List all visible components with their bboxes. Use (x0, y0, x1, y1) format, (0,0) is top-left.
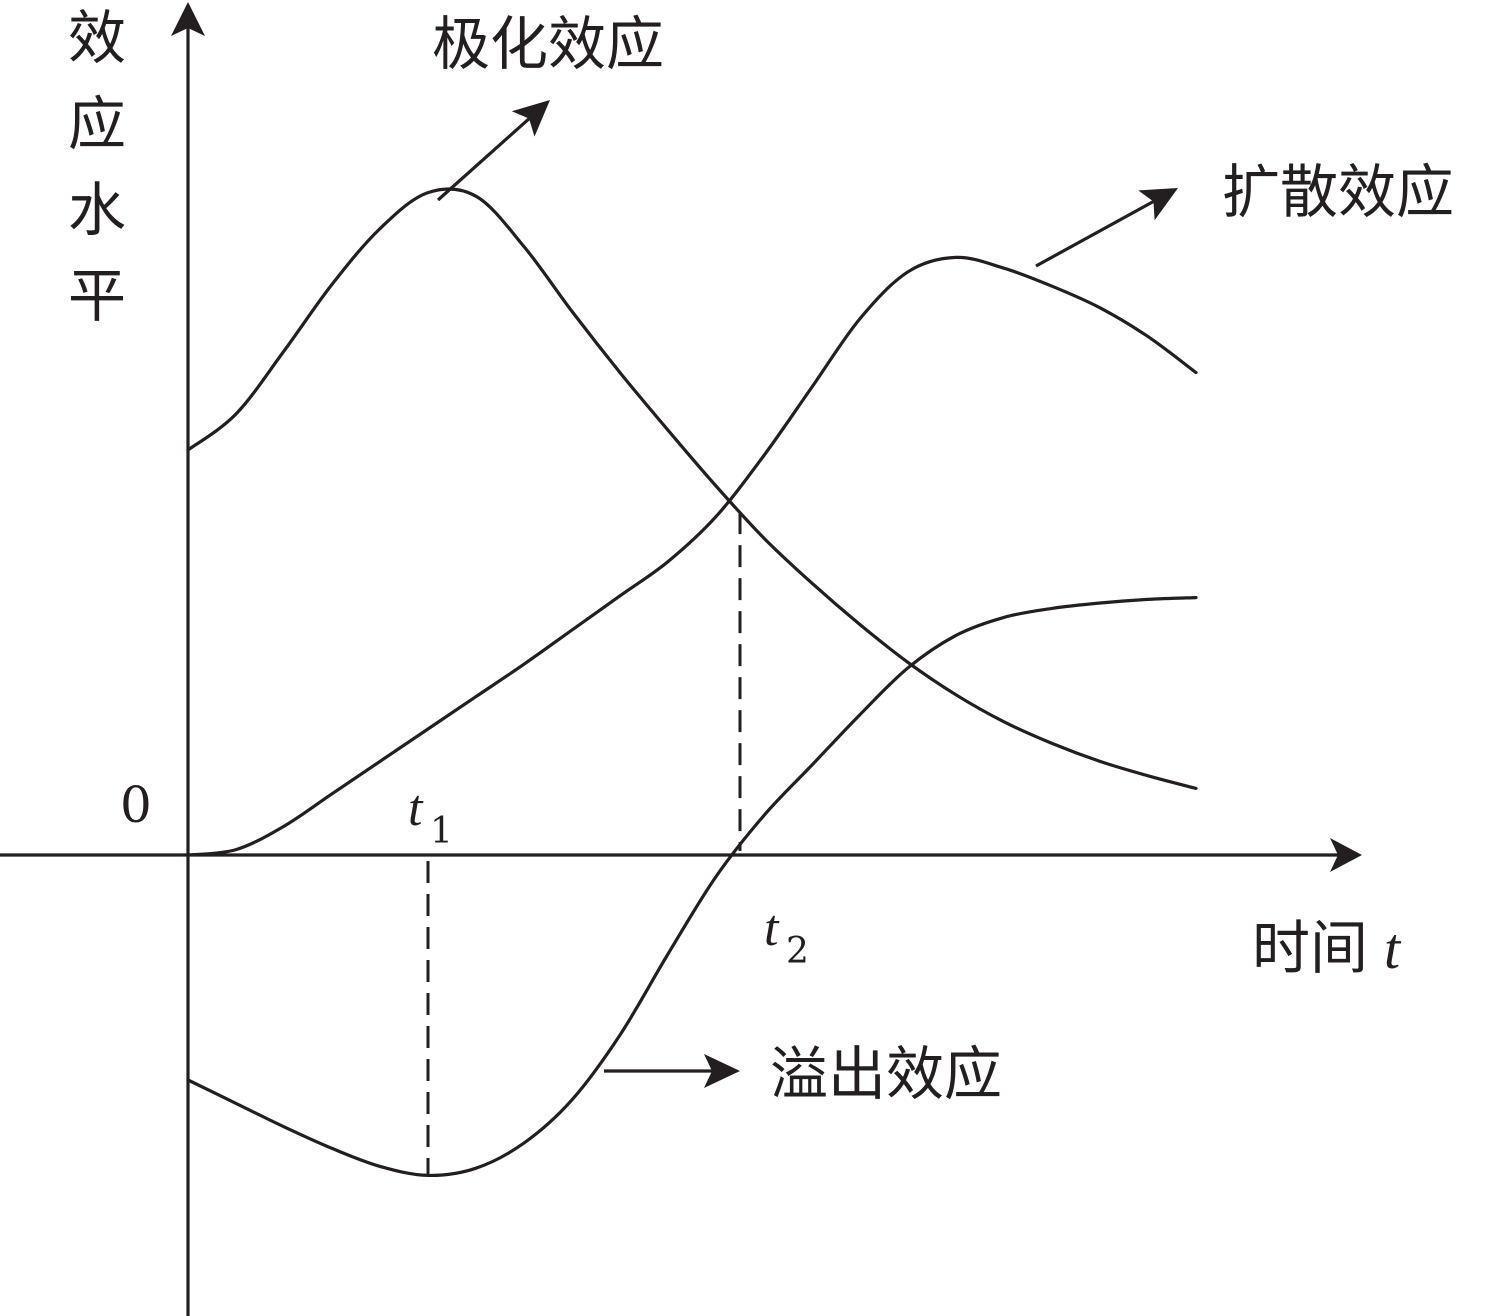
annotation-arrow-line (436, 117, 531, 202)
tick-label-t1: t (408, 780, 424, 837)
annotation-arrow-icon (704, 1054, 740, 1088)
annotation-arrow-icon (511, 100, 550, 137)
x-axis-label-var: t (1384, 916, 1402, 981)
x-axis-arrow-icon (1330, 838, 1362, 872)
series-line-diffusion (186, 255, 1198, 857)
annotation-arrow-line (1035, 200, 1155, 268)
tick-sub-t2: 2 (786, 931, 809, 972)
tick-sub-t1: 1 (430, 811, 453, 852)
annotation-label-polarization: 极化效应 (432, 10, 664, 78)
y-axis-arrow-icon (171, 2, 205, 36)
series-line-spillover (186, 596, 1198, 1178)
y-axis-label-char: 平 (68, 262, 126, 330)
x-axis-label: 时间 t (1252, 914, 1402, 982)
series-group (186, 187, 1198, 1178)
tick-label-t2: t (764, 900, 780, 957)
origin-label: 0 (120, 776, 152, 834)
y-axis-label-char: 应 (68, 90, 126, 158)
y-axis-label-char: 水 (68, 176, 126, 244)
guide-lines (426, 512, 742, 1176)
y-axis-label-char: 效 (68, 4, 126, 72)
annotation-label-spillover: 溢出效应 (770, 1040, 1002, 1108)
annotation-arrow-icon (1138, 188, 1178, 221)
axes (0, 2, 1362, 1316)
annotation-label-diffusion: 扩散效应 (1222, 158, 1454, 226)
series-line-polarization (186, 187, 1198, 790)
x-axis-label-text: 时间 (1252, 914, 1368, 982)
